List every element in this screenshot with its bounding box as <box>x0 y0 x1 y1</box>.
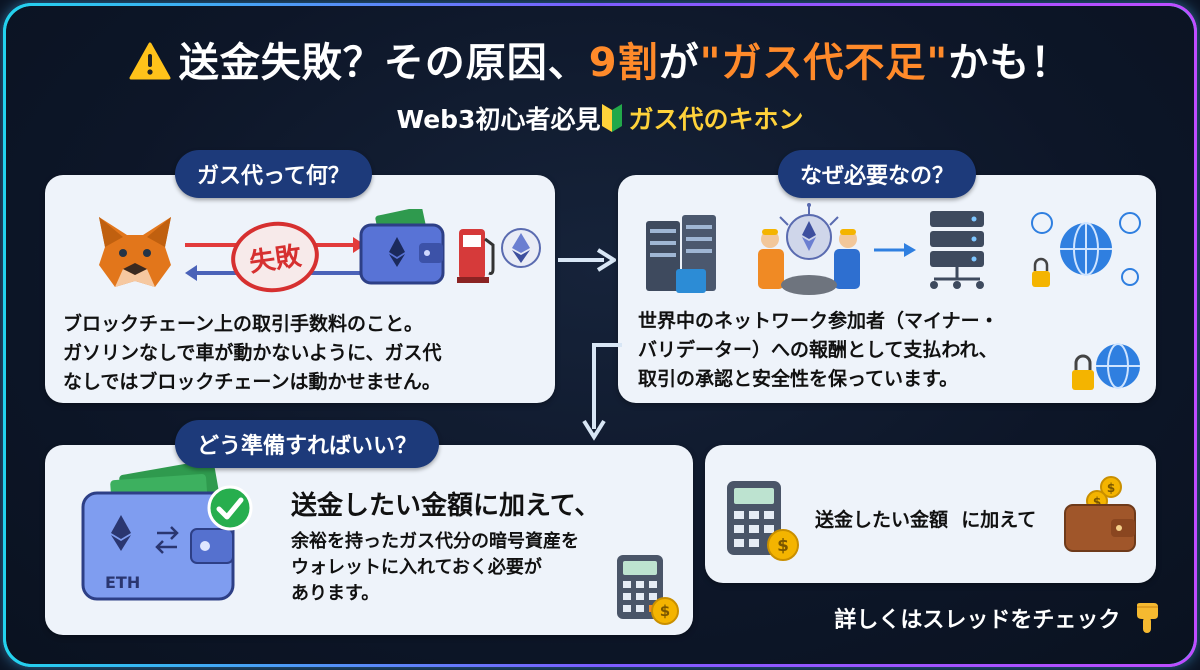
lock-globe-icon <box>1066 340 1146 400</box>
card-how-prepare: ETH 送金したい金額に加えて、 余裕を持ったガス代分の暗号資産を ウォレットに… <box>45 445 693 635</box>
eth-wallet-icon <box>81 459 251 607</box>
title-highlight-ratio: 9割 <box>588 40 659 86</box>
what-description: ブロックチェーン上の取引手数料のこと。 ガソリンなしで車が動かないように、ガス代… <box>63 310 543 397</box>
svg-text:$: $ <box>777 536 789 556</box>
arrow-icon <box>874 241 918 263</box>
summary-text: 送金したい金額 に加えて <box>815 509 1037 531</box>
how-description: 余裕を持ったガス代分の暗号資産を ウォレットに入れておく必要が あります。 <box>291 529 651 607</box>
metamask-fox-icon <box>93 213 177 297</box>
check-icon <box>207 485 253 535</box>
wallet-icon <box>357 206 447 291</box>
why-line-3: 取引の承認と安全性を保っています。 <box>638 368 959 390</box>
beginner-mark-icon <box>602 104 623 138</box>
what-line-3: なしではブロックチェーンは動かせません。 <box>63 371 441 393</box>
card-what-is-gas: 失敗 ブロックチェーン上の取引手数料のこと。 ガソリンなしで車が動かないように、… <box>45 175 555 403</box>
svg-text:$: $ <box>1093 495 1101 509</box>
how-headline: 送金したい金額に加えて、 <box>291 491 601 521</box>
title-part2: が <box>658 40 700 86</box>
network-server-icon <box>926 209 988 295</box>
wallet-label: ETH <box>105 573 141 592</box>
warning-icon <box>129 42 171 90</box>
svg-text:$: $ <box>660 602 670 620</box>
subtitle-part1: Web3初心者必見 <box>396 105 601 134</box>
footer-text: 詳しくはスレッドをチェック <box>834 608 1121 633</box>
ethereum-icon <box>500 227 542 273</box>
how-line-1: 余裕を持ったガス代分の暗号資産を <box>291 531 579 552</box>
label-how-prepare: どう準備すればいい？ <box>175 420 440 468</box>
why-line-2: バリデーター）への報酬として支払われ、 <box>638 339 998 361</box>
calculator-icon: $ <box>615 553 679 631</box>
failed-stamp-text: 失敗 <box>247 241 304 278</box>
how-line-2: ウォレットに入れておく必要が <box>291 557 542 578</box>
label-what-is-gas: ガス代って何？ <box>175 150 372 198</box>
brown-wallet-icon: $ $ <box>1061 475 1141 559</box>
card-summary: $ 送金したい金額 に加えて $ $ <box>705 445 1156 583</box>
title-part3: かも！ <box>948 40 1072 86</box>
what-line-1: ブロックチェーン上の取引手数料のこと。 <box>63 313 424 335</box>
svg-text:$: $ <box>1107 481 1115 495</box>
card-why-needed: 世界中のネットワーク参加者（マイナー・ バリデーター）への報酬として支払われ、 … <box>618 175 1156 403</box>
page-title: 送金失敗？その原因、9割が"ガス代不足"かも！ <box>0 30 1200 90</box>
what-line-2: ガソリンなしで車が動かないように、ガス代 <box>63 342 442 364</box>
subtitle-highlight: ガス代のキホン <box>628 105 804 134</box>
how-line-3: あります。 <box>291 583 380 604</box>
label-why-needed: なぜ必要なの？ <box>778 150 977 198</box>
why-description: 世界中のネットワーク参加者（マイナー・ バリデーター）への報酬として支払われ、 … <box>638 307 1108 394</box>
footer-cta: 詳しくはスレッドをチェック <box>834 602 1160 639</box>
pointing-hand-icon <box>1134 603 1160 639</box>
server-icon <box>644 215 720 299</box>
workers-icon <box>750 203 868 301</box>
subtitle: Web3初心者必見 ガス代のキホン <box>0 100 1200 138</box>
title-highlight-gas: "ガス代不足" <box>699 40 949 86</box>
gas-pump-icon <box>457 223 497 287</box>
title-part1: 送金失敗？その原因、 <box>178 40 589 86</box>
arrow-down-icon <box>572 343 628 447</box>
arrow-right-icon <box>558 248 618 276</box>
why-line-1: 世界中のネットワーク参加者（マイナー・ <box>638 310 999 332</box>
calculator-coin-icon: $ <box>725 479 801 569</box>
globe-network-icon <box>1026 205 1144 301</box>
